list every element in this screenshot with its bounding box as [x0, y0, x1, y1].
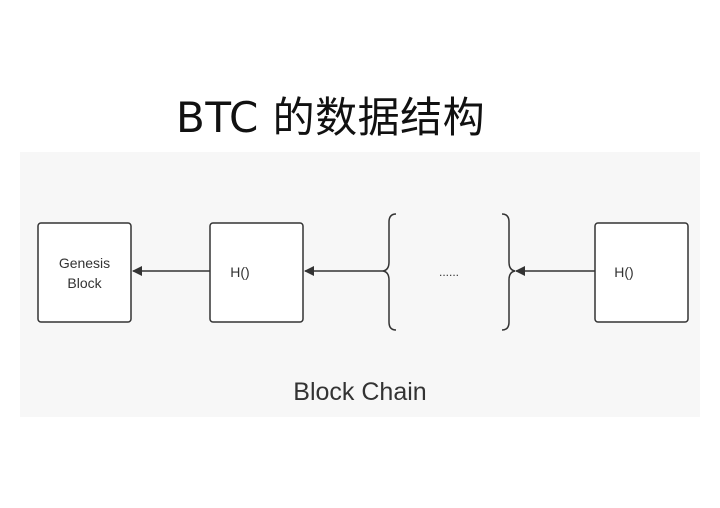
genesis-label-line2: Block [67, 275, 102, 291]
diagram-panel [20, 152, 700, 417]
ellipsis-group: ...... [382, 213, 516, 331]
ellipsis-text: ...... [439, 265, 459, 279]
diagram-caption: Block Chain [293, 378, 427, 406]
block-hash-1: H() [209, 222, 304, 323]
genesis-label-line1: Genesis [59, 255, 110, 271]
block-hash-1-label: H() [230, 264, 249, 280]
right-brace [501, 213, 516, 331]
block-hash-last: H() [594, 222, 689, 323]
block-hash-last-label: H() [614, 264, 633, 280]
left-brace [382, 213, 397, 331]
genesis-block: Genesis Block [37, 222, 132, 323]
diagram-title: BTC 的数据结构 [176, 93, 486, 142]
